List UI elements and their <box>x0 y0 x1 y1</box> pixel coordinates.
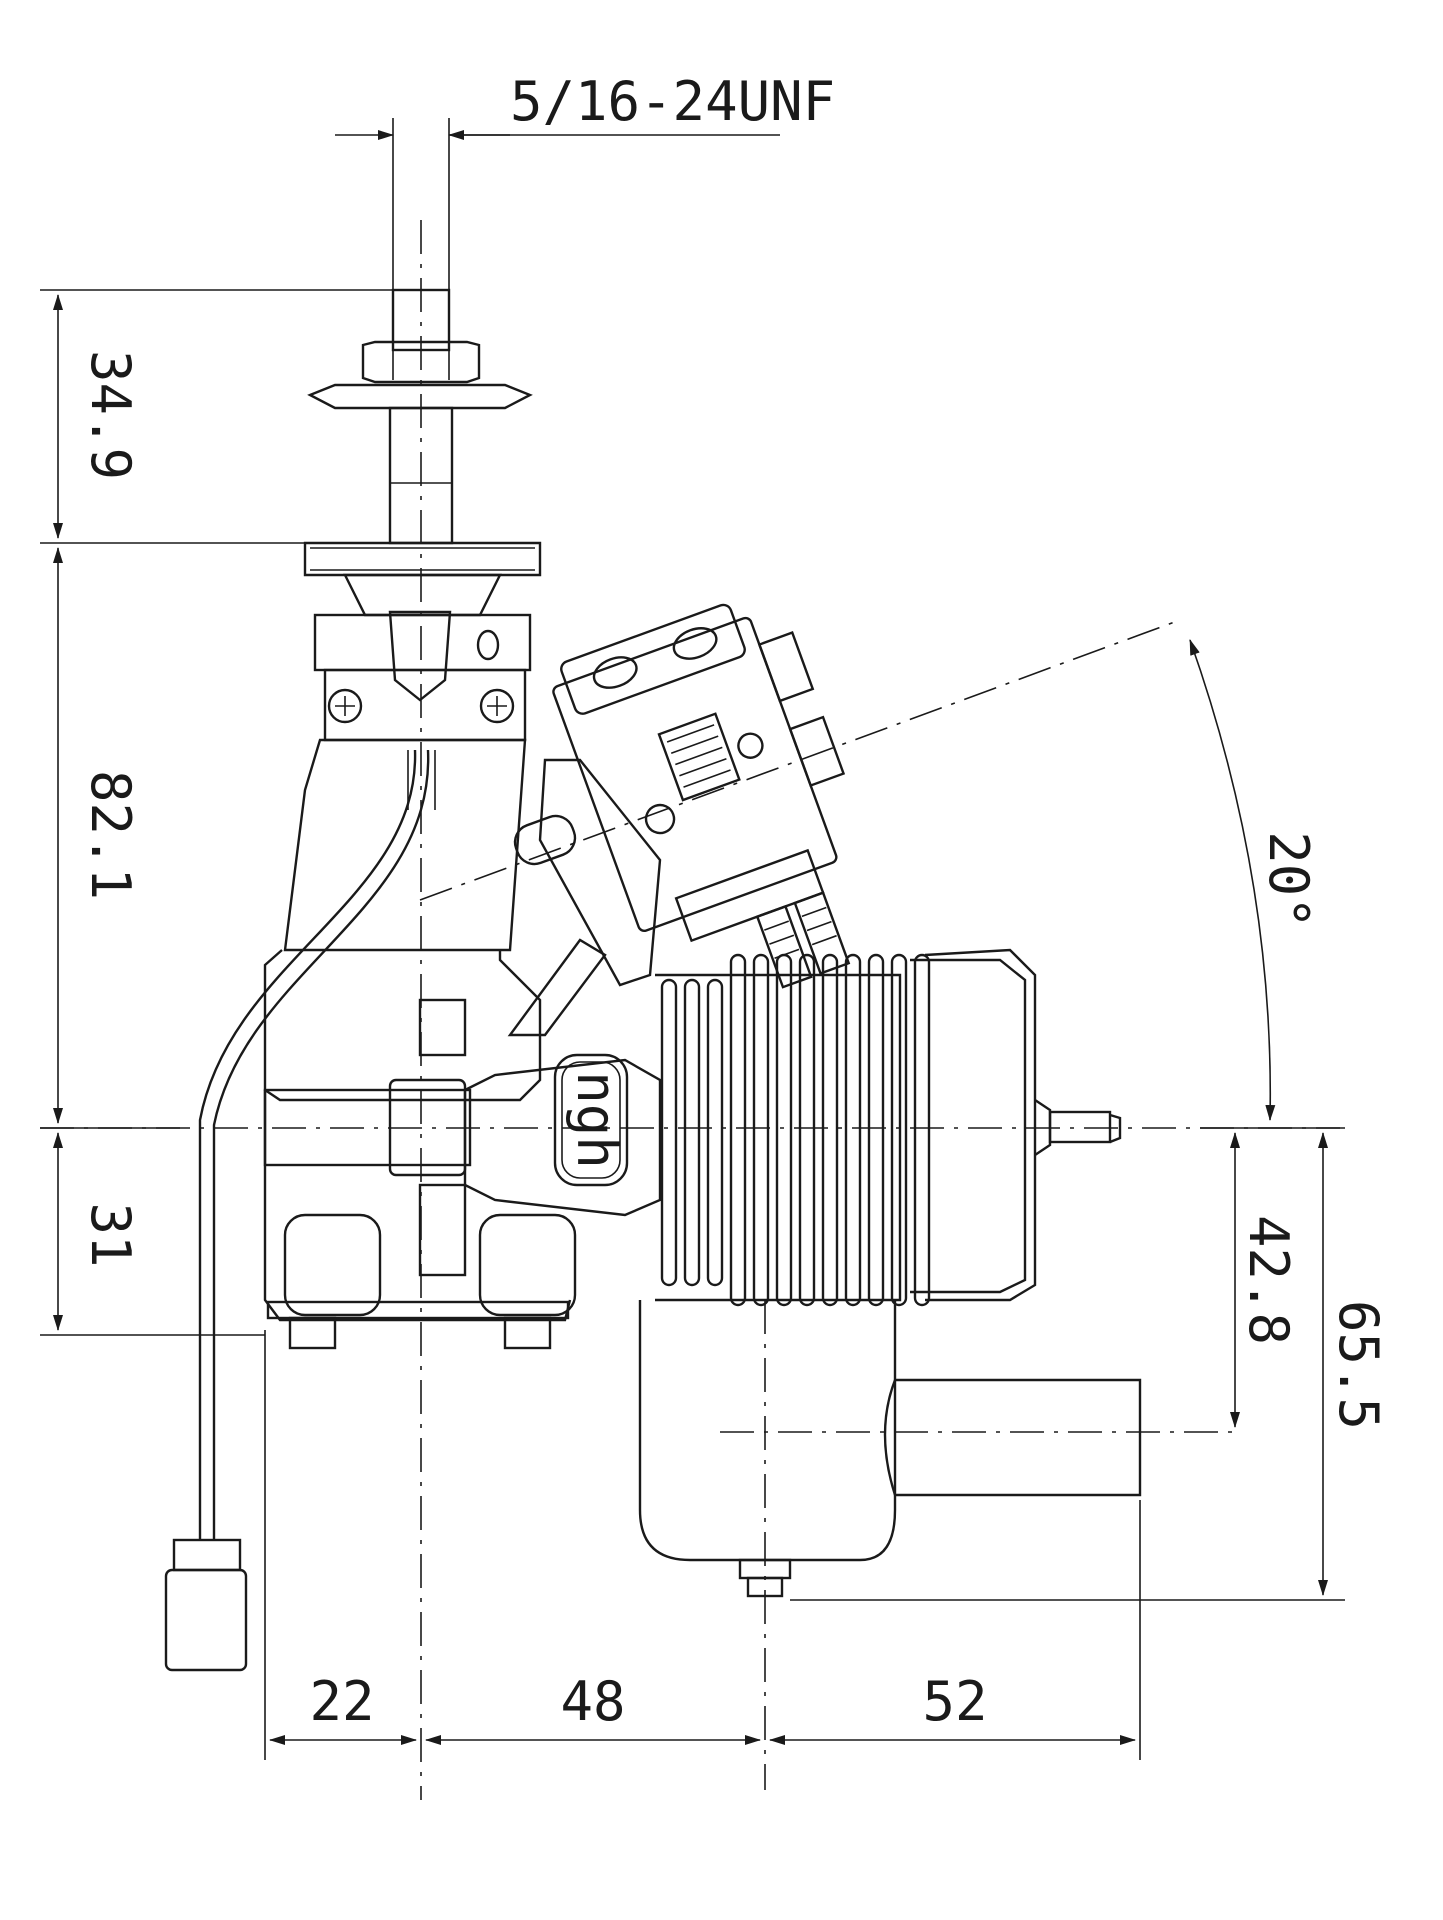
cylinder-body <box>655 948 1122 1302</box>
dim-width-right: 52 <box>922 1670 987 1733</box>
dim-width-middle: 48 <box>560 1670 625 1733</box>
dim-muffler-offset: 42.8 <box>1237 1215 1300 1345</box>
muffler <box>638 1300 1142 1598</box>
dim-height-lower: 31 <box>79 1202 142 1267</box>
cooling-fin <box>729 953 747 1307</box>
dim-carb-angle: 20° <box>1257 831 1320 929</box>
dim-shaft-length: 34.9 <box>79 350 142 480</box>
cooling-fin <box>821 953 839 1307</box>
cooling-fin <box>752 953 770 1307</box>
cooling-fin <box>844 953 862 1307</box>
thread-spec-label: 5/16-24UNF <box>510 70 835 133</box>
dim-muffler-total: 65.5 <box>1327 1300 1390 1430</box>
dim-width-left: 22 <box>309 1670 374 1733</box>
cooling-fin <box>867 953 885 1307</box>
cooling-fin <box>890 953 908 1307</box>
cooling-fin <box>798 953 816 1307</box>
logo-text: ngh <box>565 1071 628 1169</box>
carburetor <box>507 603 851 1037</box>
dimension-lines <box>40 118 1345 1760</box>
front-housing <box>263 610 577 1350</box>
cooling-fin <box>683 978 701 1287</box>
prop-shaft <box>303 288 542 617</box>
cooling-fin <box>775 953 793 1307</box>
cooling-fin <box>660 978 678 1287</box>
dim-height-upper: 82.1 <box>79 770 142 900</box>
cooling-fin <box>913 953 931 1307</box>
crankcase: ngh <box>263 998 662 1277</box>
center-lines <box>40 220 1340 1800</box>
cooling-fin <box>706 978 724 1287</box>
cylinder-fins <box>660 953 931 1307</box>
ignition-wire <box>164 749 436 1672</box>
